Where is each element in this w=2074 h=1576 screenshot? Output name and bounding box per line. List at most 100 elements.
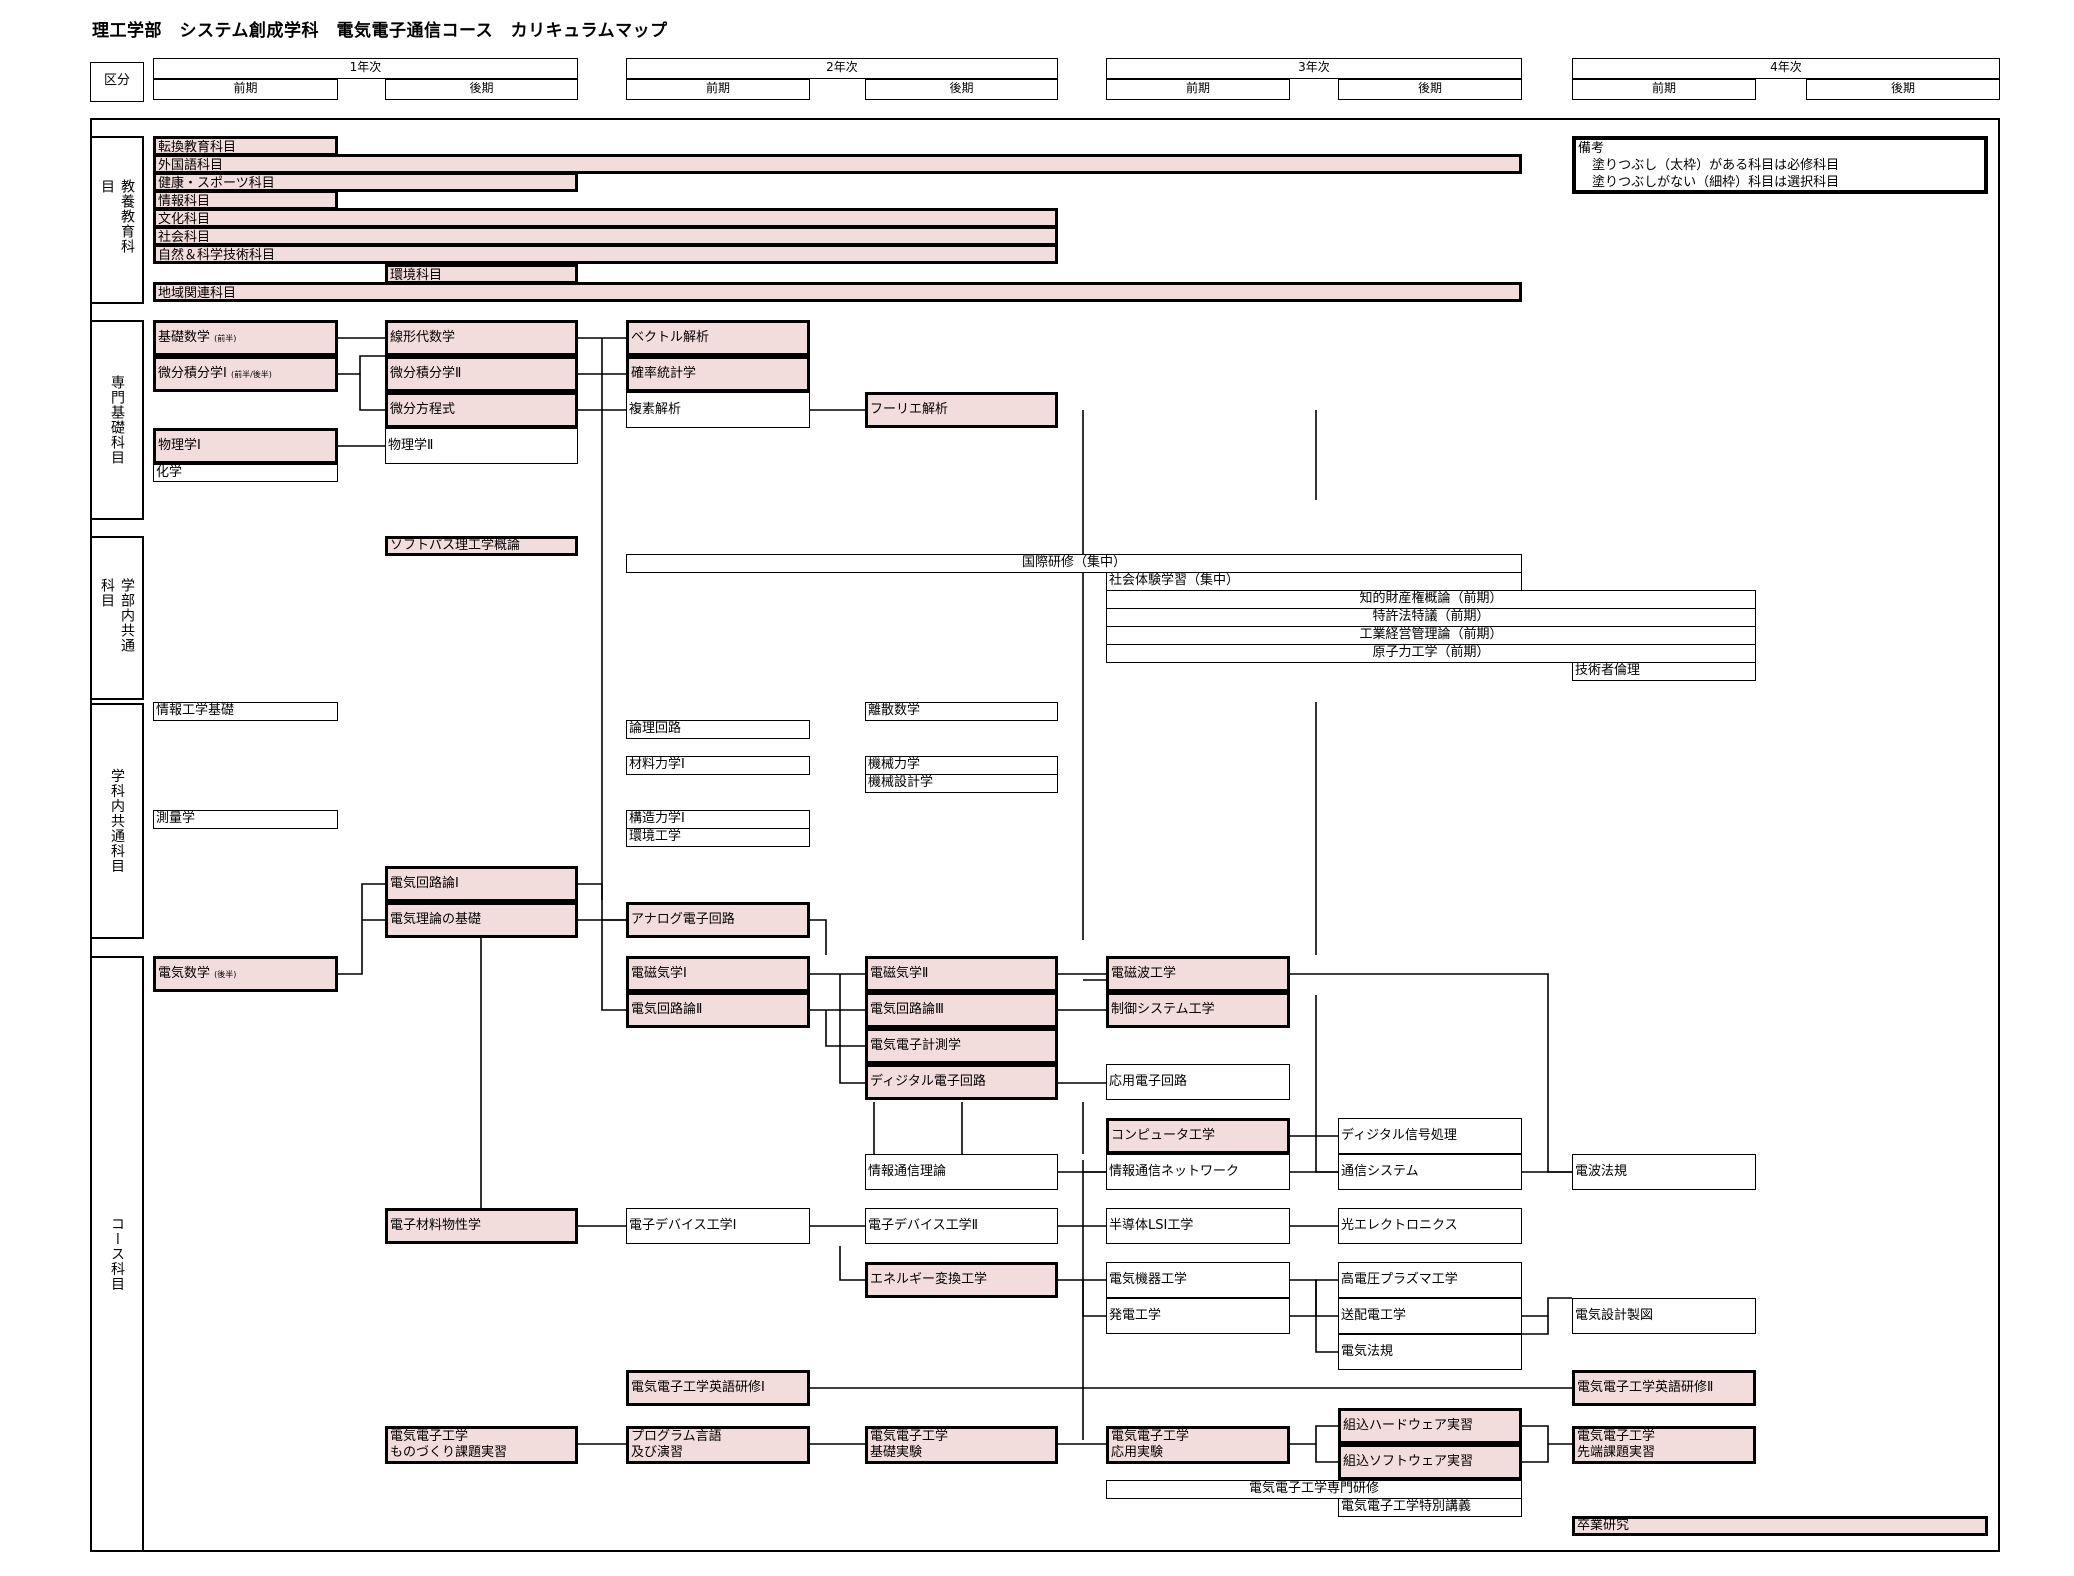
course-fourier[interactable]: フーリエ解析 [865,392,1058,428]
year3-header: 3年次 [1106,58,1522,79]
course-denki-kiki[interactable]: 電気機器工学 [1106,1262,1290,1298]
course-hatsuden[interactable]: 発電工学 [1106,1298,1290,1334]
course-tsushin[interactable]: 通信システム [1338,1154,1522,1190]
course-digital-shingo[interactable]: ディジタル信号処理 [1338,1118,1522,1154]
category-kyoyo: 教養教育科目 [90,136,144,304]
course-genshiryoku[interactable]: 原子力工学（前期） [1106,644,1756,663]
course-seigyo[interactable]: 制御システム工学 [1106,992,1290,1028]
course-kankyo[interactable]: 環境科目 [385,264,578,284]
course-fukuso[interactable]: 複素解析 [626,392,810,428]
course-denshi-zairyo[interactable]: 電子材料物性学 [385,1208,578,1244]
course-denpa[interactable]: 電波法規 [1572,1154,1756,1190]
course-kakuritsu[interactable]: 確率統計学 [626,356,810,392]
course-keisoku[interactable]: 電気電子計測学 [865,1028,1058,1064]
course-oyo-denshi[interactable]: 応用電子回路 [1106,1064,1290,1100]
course-chiteki[interactable]: 知的財産権概論（前期） [1106,590,1756,609]
course-gijutsusha[interactable]: 技術者倫理 [1572,662,1756,681]
course-program[interactable]: プログラム言語 及び演習 [626,1426,810,1464]
course-denjiha[interactable]: 電磁波工学 [1106,956,1290,992]
category-gakubu-kyotsu: 学部内共通科目 [90,536,144,700]
course-sokuryo[interactable]: 測量学 [153,810,338,829]
course-bunka[interactable]: 文化科目 [153,208,1058,228]
course-kikai-sekkei[interactable]: 機械設計学 [865,774,1058,793]
course-gaikokugo[interactable]: 外国語科目 [153,154,1522,174]
year2-zenki: 前期 [626,79,810,100]
year1-kouki: 後期 [385,79,578,100]
course-device1[interactable]: 電子デバイス工学Ⅰ [626,1208,810,1244]
year3-zenki: 前期 [1106,79,1290,100]
course-sotsugyo[interactable]: 卒業研究 [1572,1516,1988,1536]
category-gakka-kyotsu: 学科内共通科目 [90,703,144,939]
course-tokubetsu[interactable]: 電気電子工学特別講義 [1338,1498,1522,1517]
course-device2[interactable]: 電子デバイス工学Ⅱ [865,1208,1058,1244]
year1-zenki: 前期 [153,79,338,100]
course-zairyo[interactable]: 材料力学Ⅰ [626,756,810,775]
course-ronri[interactable]: 論理回路 [626,720,810,739]
course-eigo1[interactable]: 電気電子工学英語研修Ⅰ [626,1370,810,1406]
course-koatsu[interactable]: 高電圧プラズマ工学 [1338,1262,1522,1298]
course-software[interactable]: 組込ソフトウェア実習 [1338,1444,1522,1480]
course-kagaku[interactable]: 化学 [153,464,338,482]
year3-kouki: 後期 [1338,79,1522,100]
course-energy[interactable]: エネルギー変換工学 [865,1262,1058,1298]
course-hardware[interactable]: 組込ハードウェア実習 [1338,1408,1522,1444]
year1-header: 1年次 [153,58,578,79]
course-vector[interactable]: ベクトル解析 [626,320,810,356]
course-bibun1[interactable]: 微分積分学Ⅰ (前半/後半) [153,356,338,392]
page-title: 理工学部 システム創成学科 電気電子通信コース カリキュラムマップ [92,21,668,41]
course-denji1[interactable]: 電磁気学Ⅰ [626,956,810,992]
course-kikai-rikigaku[interactable]: 機械力学 [865,756,1058,775]
course-denki-sugaku[interactable]: 電気数学 (後半) [153,956,338,992]
course-denki-riron[interactable]: 電気理論の基礎 [385,902,578,938]
course-oyo-jikken[interactable]: 電気電子工学 応用実験 [1106,1426,1290,1464]
course-denki-kairo1[interactable]: 電気回路論Ⅰ [385,866,578,902]
course-kozo[interactable]: 構造力学Ⅰ [626,810,810,829]
course-kiso-sugaku[interactable]: 基礎数学 (前半) [153,320,338,356]
course-analog[interactable]: アナログ電子回路 [626,902,810,938]
course-sohaiden[interactable]: 送配電工学 [1338,1298,1522,1334]
year2-kouki: 後期 [865,79,1058,100]
course-kogyo-keiei[interactable]: 工業経営管理論（前期） [1106,626,1756,645]
course-senmon-kenshu[interactable]: 電気電子工学専門研修 [1106,1480,1522,1499]
course-joho[interactable]: 情報科目 [153,190,338,210]
course-denki-hoki[interactable]: 電気法規 [1338,1334,1522,1370]
course-kenko[interactable]: 健康・スポーツ科目 [153,172,578,192]
year4-header: 4年次 [1572,58,2000,79]
course-shakai[interactable]: 社会科目 [153,226,1058,246]
course-denji2[interactable]: 電磁気学Ⅱ [865,956,1058,992]
year2-header: 2年次 [626,58,1058,79]
category-senmon-kiso: 専門基礎科目 [90,320,144,520]
year4-kouki: 後期 [1806,79,2000,100]
course-joho-kogaku[interactable]: 情報工学基礎 [153,702,338,721]
course-kiso-jikken[interactable]: 電気電子工学 基礎実験 [865,1426,1058,1464]
course-senkei[interactable]: 線形代数学 [385,320,578,356]
course-denki-kairo2[interactable]: 電気回路論Ⅱ [626,992,810,1028]
course-tenkan[interactable]: 転換教育科目 [153,136,338,156]
course-bibun2[interactable]: 微分積分学Ⅱ [385,356,578,392]
course-kankyo-kogaku[interactable]: 環境工学 [626,828,810,847]
course-joho-tsushin[interactable]: 情報通信理論 [865,1154,1058,1190]
course-butsuri2[interactable]: 物理学Ⅱ [385,428,578,464]
course-eigo2[interactable]: 電気電子工学英語研修Ⅱ [1572,1370,1756,1406]
course-shakai-taiken[interactable]: 社会体験学習（集中） [1106,572,1522,591]
course-computer[interactable]: コンピュータ工学 [1106,1118,1290,1154]
course-shizen[interactable]: 自然＆科学技術科目 [153,244,1058,264]
legend-elective: 塗りつぶしがない（細枠）科目は選択科目 [1592,175,1840,190]
category-course: コース科目 [90,956,144,1552]
course-bibun-hoteishiki[interactable]: 微分方程式 [385,392,578,428]
course-hikari[interactable]: 光エレクトロニクス [1338,1208,1522,1244]
course-network[interactable]: 情報通信ネットワーク [1106,1154,1290,1190]
course-denki-kairo3[interactable]: 電気回路論Ⅲ [865,992,1058,1028]
course-sekkei-seizu[interactable]: 電気設計製図 [1572,1298,1756,1334]
course-monozukuri[interactable]: 電気電子工学 ものづくり課題実習 [385,1426,578,1464]
course-softpath[interactable]: ソフトパス理工学概論 [385,536,578,556]
course-chiiki[interactable]: 地域関連科目 [153,282,1522,302]
course-tokkyo[interactable]: 特許法特議（前期） [1106,608,1756,627]
course-handotai[interactable]: 半導体LSI工学 [1106,1208,1290,1244]
course-sentan[interactable]: 電気電子工学 先端課題実習 [1572,1426,1756,1464]
course-butsuri1[interactable]: 物理学Ⅰ [153,428,338,464]
course-digital-kairo[interactable]: ディジタル電子回路 [865,1064,1058,1100]
course-kokusai[interactable]: 国際研修（集中） [626,554,1522,573]
legend-required: 塗りつぶし（太枠）がある科目は必修科目 [1592,158,1840,173]
course-risan[interactable]: 離散数学 [865,702,1058,721]
